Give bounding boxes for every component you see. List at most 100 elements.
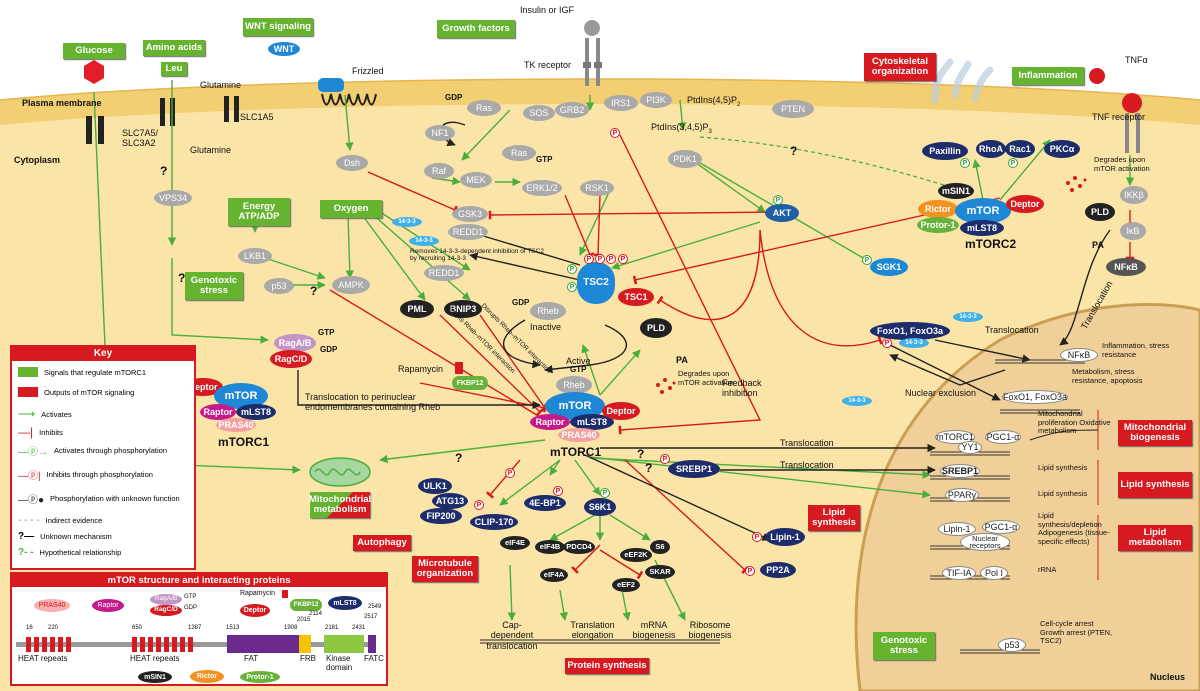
inactive-label: Inactive	[530, 322, 562, 332]
rapamycin-icon	[455, 362, 463, 374]
gdp-label-3: GDP	[320, 345, 338, 354]
struct-pras40: PRAS40	[34, 599, 70, 612]
degrades-label-2: Degrades upon mTOR activation	[1094, 155, 1150, 173]
phospho-marker: P	[618, 254, 628, 264]
cap-label: Cap-dependent translocation	[486, 620, 538, 651]
struct-n2431: 2431	[352, 625, 366, 631]
struct-rapamycin: Rapamycin	[240, 590, 276, 597]
phospho-marker: P	[600, 488, 610, 498]
node-pten: PTEN	[772, 100, 814, 118]
p53-out-label: Cell-cycle arrest Growth arrest (PTEN, T…	[1040, 619, 1113, 646]
node-1433-a: 14-3-3	[392, 217, 422, 227]
output-mito-metabolism: Mitochondrial metabolism	[309, 492, 371, 518]
struct-rapamycin-icon	[282, 590, 288, 598]
gdp-label-2: GDP	[512, 298, 530, 307]
nuc-lipin1: Lipin-1	[938, 522, 976, 536]
struct-ragc: RagC/D	[150, 605, 182, 616]
struct-n1513: 1513	[226, 625, 240, 631]
phospho-marker: P	[745, 566, 755, 576]
rapamycin-label: Rapamycin	[398, 364, 444, 374]
phospho-marker: P	[567, 282, 577, 292]
node-irs1: IRS1	[604, 95, 638, 111]
struct-deptor: Deptor	[240, 604, 270, 617]
translocation-label-1: Translocation	[780, 438, 834, 448]
mtor-structure-panel: mTOR structure and interacting proteins …	[10, 572, 388, 686]
plasma-membrane-label: Plasma membrane	[22, 98, 102, 108]
node-srebp1: SREBP1	[668, 460, 720, 478]
phospho-marker: P	[1008, 158, 1018, 168]
node-akt: AKT	[765, 204, 799, 222]
node-lkb1: LKB1	[238, 248, 272, 264]
node-s6: S6	[650, 540, 670, 554]
c2-mlst8: mLST8	[960, 220, 1004, 236]
struct-protor: Protor-1	[240, 671, 280, 683]
struct-msin1: mSIN1	[138, 671, 172, 683]
struct-n650: 650	[132, 625, 143, 631]
phospho-marker: P	[752, 532, 762, 542]
signal-growth-factors: Growth factors	[437, 20, 515, 38]
node-1433-b: 14-3-3	[409, 236, 439, 246]
struct-frb: FRB	[300, 654, 316, 663]
key-item-signal: Signals that regulate mTORC1	[18, 367, 146, 377]
node-vps34: VPS34	[154, 190, 192, 206]
nuc-pgc1a: PGC1-α	[985, 430, 1021, 444]
node-tsc2: TSC2	[577, 262, 615, 304]
node-paxillin: Paxillin	[922, 142, 968, 160]
node-pi3k: PI3K	[640, 92, 672, 108]
removes-label: Removes 14-3-3-dependent inhibition of T…	[410, 248, 544, 263]
node-sos: SOS	[523, 105, 555, 121]
struct-n16: 16	[26, 625, 33, 631]
c2-deptor: Deptor	[1006, 195, 1044, 213]
signal-leu: Leu	[161, 62, 187, 76]
node-rac1: Rac1	[1005, 140, 1035, 158]
phospho-marker: P	[960, 158, 970, 168]
c2-msin1: mSIN1	[938, 183, 974, 199]
node-dsh: Dsh	[336, 155, 368, 171]
unknown-mark-2: ?	[178, 271, 186, 285]
node-pld-1: PLD	[640, 318, 672, 338]
node-mek: MEK	[460, 172, 492, 188]
node-bnip3: BNIP3	[444, 300, 482, 318]
key-item-inhibits-phos: —ⓟ|Inhibits through phosphorylation	[18, 470, 153, 482]
key-title: Key	[12, 347, 194, 361]
phospho-marker: P	[474, 500, 484, 510]
node-ampk: AMPK	[332, 276, 370, 294]
node-eef2k: eEF2K	[620, 548, 652, 562]
frizzled-label: Frizzled	[352, 66, 384, 76]
signal-wnt: WNT signaling	[243, 18, 313, 36]
signal-inflammation: Inflammation	[1012, 67, 1084, 85]
node-ikkb: IKKβ	[1120, 186, 1148, 204]
pa-label-2: PA	[1092, 240, 1104, 250]
key-item-activates-phos: —ⓟ→Activates through phosphorylation	[18, 446, 167, 458]
struct-gdp: GDP	[184, 605, 198, 611]
node-nfkb: NFκB	[1106, 258, 1146, 276]
node-rhoa: RhoA	[976, 140, 1006, 158]
node-1433-d: 14-3-3	[953, 312, 983, 322]
phospho-marker: P	[606, 254, 616, 264]
struct-heat2: HEAT repeats	[130, 654, 180, 663]
output-microtubule: Microtubule organization	[412, 556, 478, 582]
rrna-label: rRNA	[1038, 565, 1057, 574]
struct-mlst8: mLST8	[328, 596, 362, 610]
node-tsc1: TSC1	[618, 288, 654, 306]
key-item-activates: ⟶Activates	[18, 407, 72, 421]
signal-oxygen: Oxygen	[320, 200, 382, 218]
output-cytoskeletal: Cytoskeletal organization	[864, 53, 936, 81]
output-autophagy: Autophagy	[353, 535, 411, 551]
nuc-tifia: TIF-IA	[942, 566, 976, 580]
struct-n2181: 2181	[325, 625, 339, 631]
struct-n1908: 1908	[284, 625, 298, 631]
node-pp2a: PP2A	[760, 562, 796, 578]
lipid-out-label-2: Lipid synthesis	[1038, 489, 1088, 498]
struct-n2517: 2517	[364, 614, 378, 620]
output-mito-biogenesis: Mitochondrial biogenesis	[1118, 420, 1192, 446]
unknown-mark-7: ?	[790, 144, 798, 158]
struct-gtp: GTP	[184, 594, 197, 600]
phospho-marker: P	[660, 454, 670, 464]
glutamine-bottom-label: Glutamine	[190, 145, 232, 155]
signal-genotoxic: Genotoxic stress	[185, 272, 243, 300]
struct-n2549: 2549	[368, 604, 382, 610]
unknown-mark-5: ?	[637, 447, 645, 461]
